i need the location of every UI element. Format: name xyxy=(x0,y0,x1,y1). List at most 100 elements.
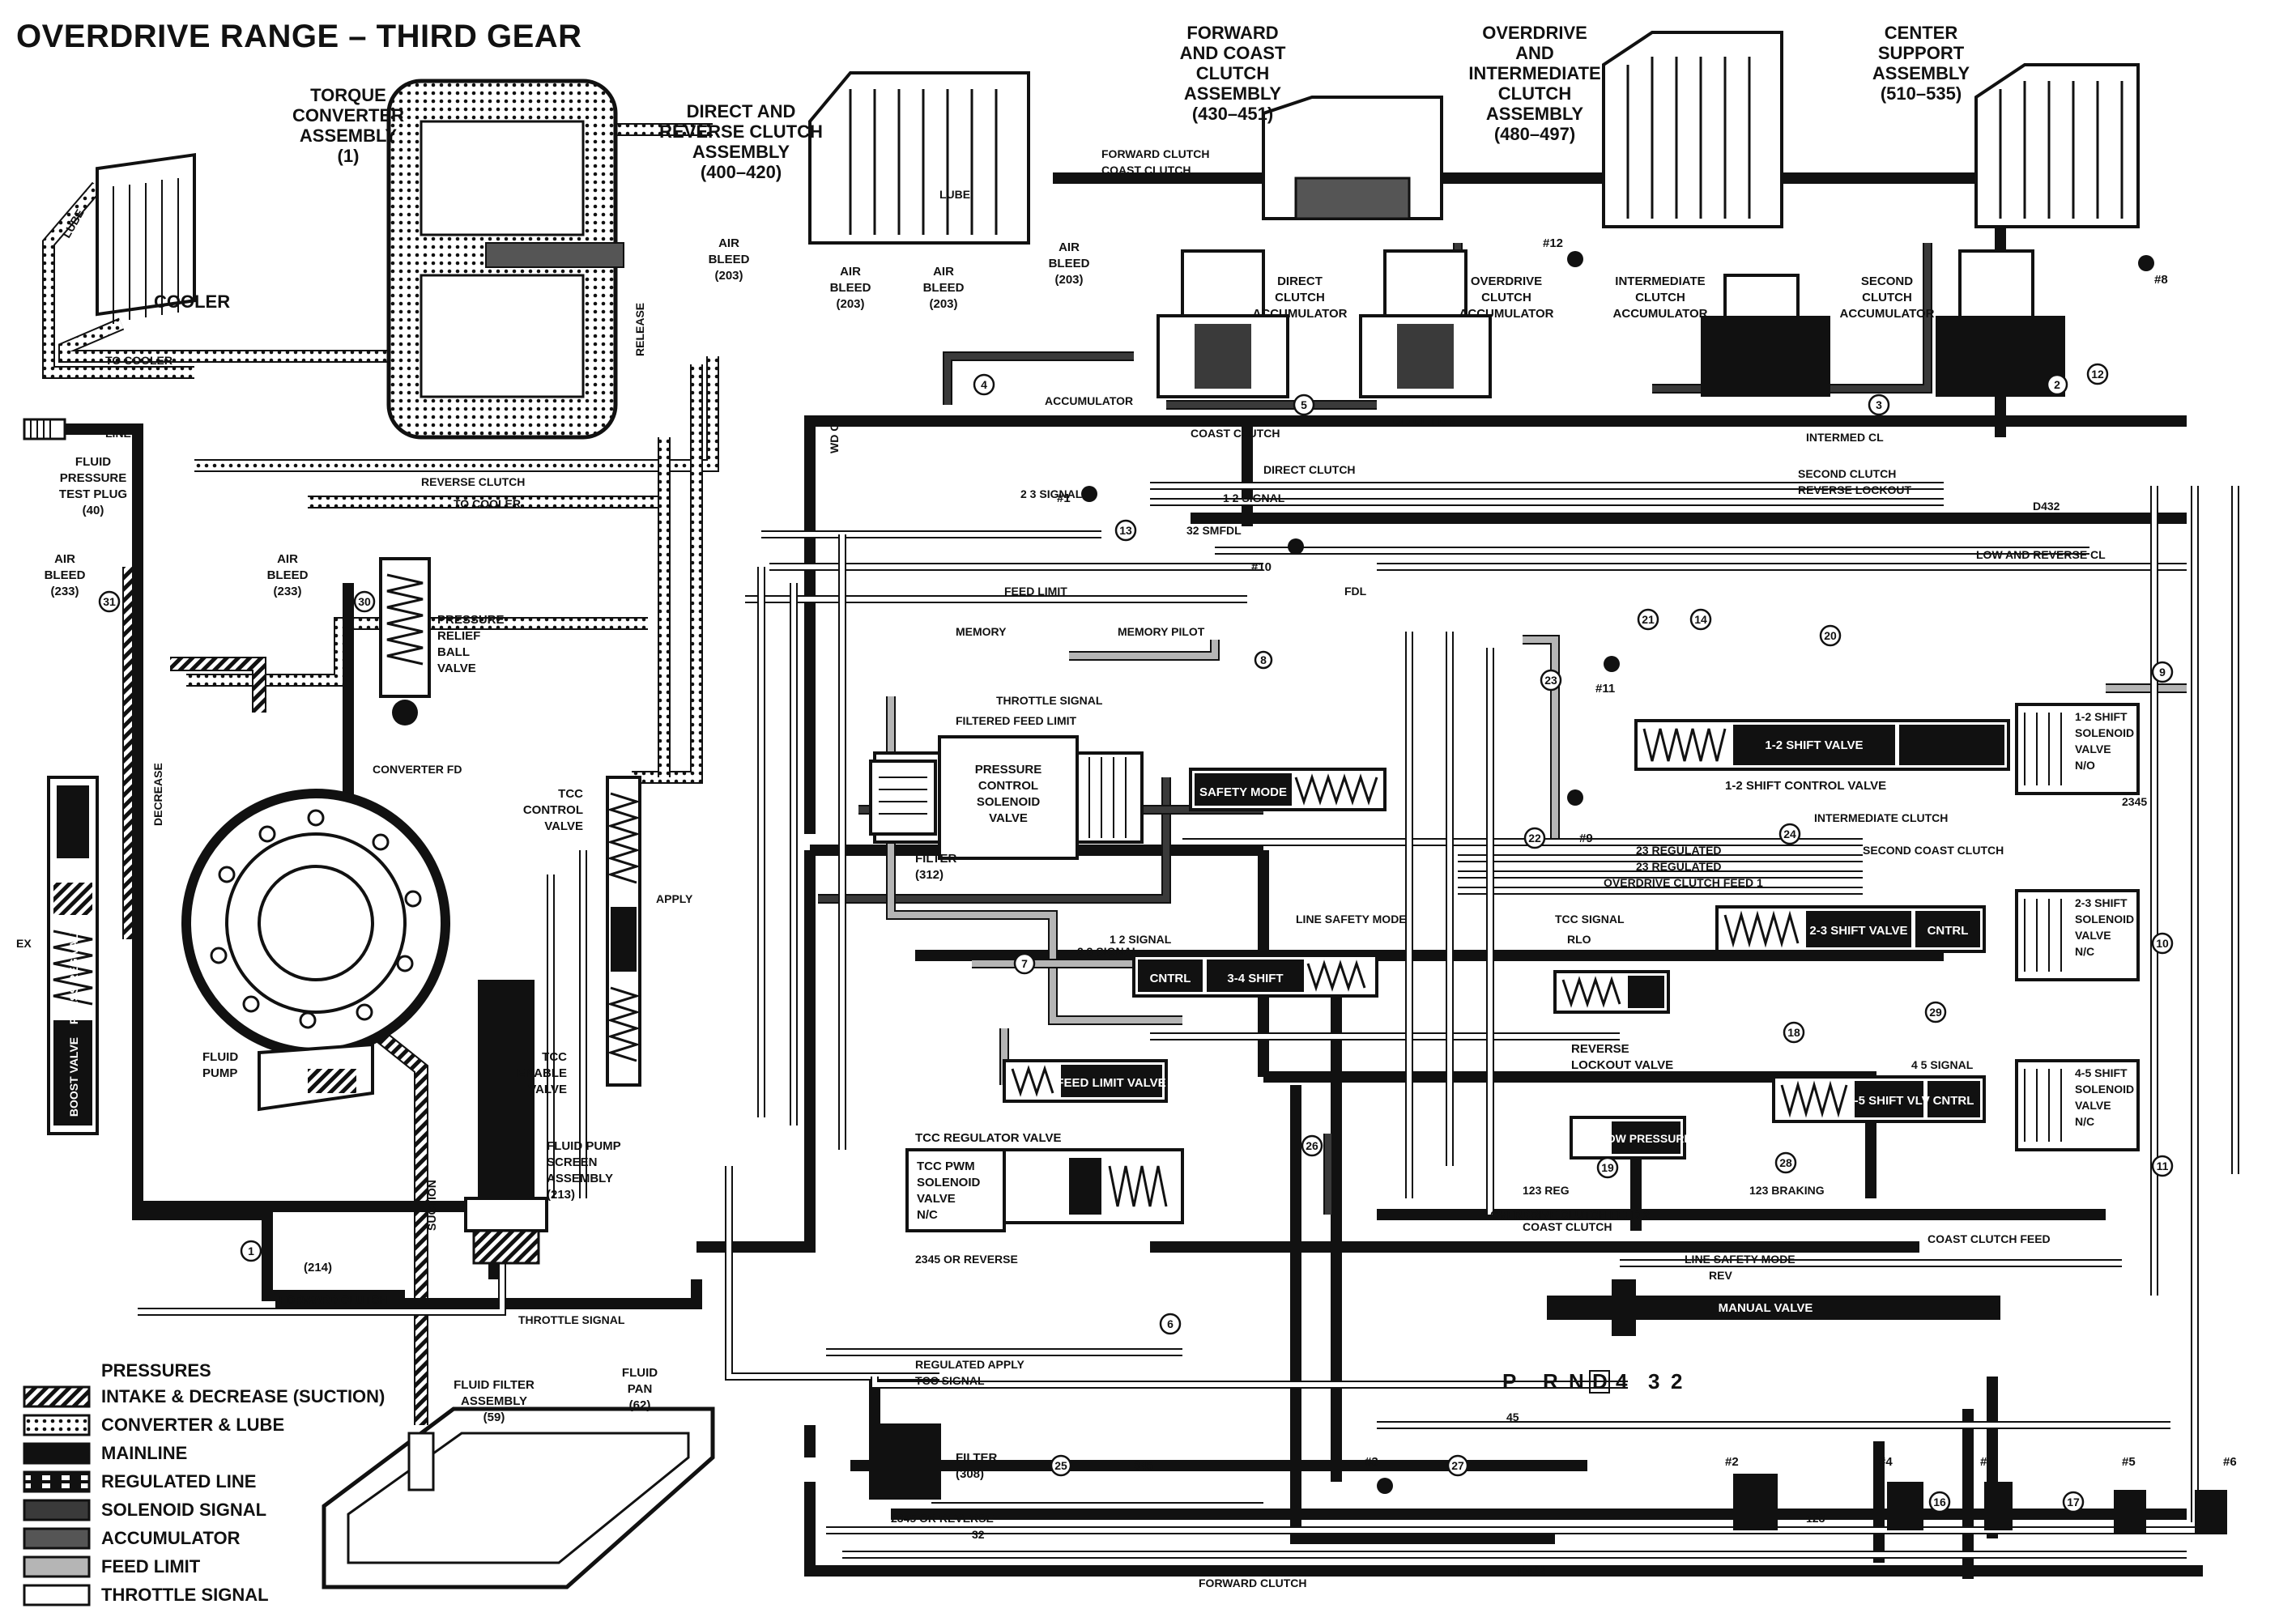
svg-text:SUPPORT: SUPPORT xyxy=(1878,43,1965,63)
svg-text:#7: #7 xyxy=(1980,1455,1994,1469)
svg-text:INTERMEDIATE: INTERMEDIATE xyxy=(1615,274,1705,288)
svg-text:#3: #3 xyxy=(1365,1455,1378,1469)
direct-reverse-clutch-assembly xyxy=(808,71,1030,245)
svg-text:SOLENOID: SOLENOID xyxy=(917,1176,981,1189)
checkball-3: #3 xyxy=(1365,1455,1393,1494)
checkball-5: #5 xyxy=(2114,1455,2146,1534)
svg-text:FILTER: FILTER xyxy=(915,852,957,866)
svg-text:23: 23 xyxy=(1544,674,1557,687)
svg-text:ASSEMBLY: ASSEMBLY xyxy=(547,1172,613,1185)
svg-text:TCC: TCC xyxy=(542,1050,567,1064)
svg-text:AIR: AIR xyxy=(1059,240,1080,254)
gear-4: 4 xyxy=(1616,1369,1628,1394)
fluid-pressure-test-plug xyxy=(23,418,66,440)
svg-text:REVERSE CLUTCH: REVERSE CLUTCH xyxy=(659,121,823,142)
svg-text:SOLENOID: SOLENOID xyxy=(2075,726,2134,739)
svg-text:(312): (312) xyxy=(915,868,944,882)
svg-text:(203): (203) xyxy=(836,297,864,311)
checkball-group: #1 #10 #11 #12 #8 #9 #2 #3 #4 #5 #6 #7 xyxy=(1057,236,2237,1534)
svg-text:CNTRL: CNTRL xyxy=(1928,924,1969,938)
svg-text:#6: #6 xyxy=(2223,1455,2237,1469)
circuit-31: 31 xyxy=(98,590,121,613)
forward-clutch-label-3: FORWARD CLUTCH xyxy=(1101,147,1210,160)
manual-valve: MANUAL VALVE xyxy=(1547,1279,2000,1336)
checkball-4: #4 xyxy=(1879,1455,1923,1530)
svg-text:1-2 SHIFT VALVE: 1-2 SHIFT VALVE xyxy=(1765,738,1863,752)
svg-text:ENABLE: ENABLE xyxy=(517,1066,567,1080)
circuit-8: 8 xyxy=(1254,650,1273,670)
svg-text:(62): (62) xyxy=(629,1398,651,1412)
svg-text:FILTER: FILTER xyxy=(956,1451,998,1465)
svg-text:CLUTCH: CLUTCH xyxy=(1498,83,1571,104)
reg-23-label-a: 23 REGULATED xyxy=(1636,844,1722,857)
to-cooler-label-2: TO COOLER xyxy=(454,497,521,510)
circuit-18: 18 xyxy=(1783,1021,1805,1044)
throttle-signal-label: THROTTLE SIGNAL xyxy=(518,1313,625,1326)
shift-23-solenoid: 2-3 SHIFT SOLENOID VALVE N/C xyxy=(2015,889,2140,981)
air-bleed-233-mid: AIR BLEED (233) xyxy=(267,552,309,598)
pressure-legend: PRESSURES INTAKE & DECREASE (SUCTION) CO… xyxy=(23,1360,385,1606)
svg-text:4-5 SHIFT: 4-5 SHIFT xyxy=(2075,1066,2128,1079)
svg-text:CLUTCH: CLUTCH xyxy=(1862,291,1912,304)
svg-text:25: 25 xyxy=(1054,1459,1067,1472)
svg-text:12: 12 xyxy=(2091,368,2104,381)
memory-pilot-label: MEMORY PILOT xyxy=(1118,625,1205,638)
circuit-23: 23 xyxy=(1540,669,1562,691)
throttle-signal-circuits xyxy=(138,482,2239,1559)
svg-text:1: 1 xyxy=(248,1245,254,1257)
svg-text:(203): (203) xyxy=(1054,273,1083,287)
svg-text:REVERSE: REVERSE xyxy=(1571,1042,1629,1056)
circuit-6: 6 xyxy=(1159,1313,1182,1335)
fluid-filter-assembly-label: FLUID FILTER ASSEMBLY (59) xyxy=(454,1378,535,1424)
svg-text:(203): (203) xyxy=(714,269,743,283)
direct-clutch-label: DIRECT CLUTCH xyxy=(1263,463,1356,476)
svg-text:DIRECT AND: DIRECT AND xyxy=(687,101,796,121)
svg-text:#4: #4 xyxy=(1879,1455,1893,1469)
converter-fd-label: CONVERTER FD xyxy=(373,763,462,776)
overdrive-clutch-accumulator xyxy=(1359,249,1492,398)
legend-title: PRESSURES xyxy=(101,1360,211,1381)
direct-clutch-accumulator-label: DIRECT CLUTCH ACCUMULATOR xyxy=(1253,274,1348,321)
svg-text:N/C: N/C xyxy=(2075,1115,2094,1128)
line-safety-mode-label-2: LINE SAFETY MODE xyxy=(1685,1253,1795,1266)
svg-text:11: 11 xyxy=(2157,1160,2169,1172)
shift-12-control-label: 1-2 SHIFT CONTROL VALVE xyxy=(1725,779,1886,793)
part-214-label: (214) xyxy=(304,1261,332,1274)
svg-text:VALVE: VALVE xyxy=(917,1192,956,1206)
shift-12-valve: 1-2 SHIFT VALVE xyxy=(1634,719,2010,771)
fluid-pan-label: FLUID PAN (62) xyxy=(622,1366,658,1412)
release-label: RELEASE xyxy=(633,303,646,356)
svg-text:#2: #2 xyxy=(1725,1455,1739,1469)
signal-12-label-2: 1 2 SIGNAL xyxy=(1110,933,1172,946)
pressure-relief-ball-valve xyxy=(379,557,431,726)
safety-mode-valve: SAFETY MODE xyxy=(1189,768,1387,811)
svg-text:SOLENOID: SOLENOID xyxy=(2075,1083,2134,1096)
svg-text:2: 2 xyxy=(2054,378,2060,391)
svg-text:PRESSURE: PRESSURE xyxy=(975,763,1042,777)
svg-text:TCC: TCC xyxy=(558,787,583,801)
circuit-5: 5 xyxy=(1293,394,1315,416)
s345-label: 345 xyxy=(1134,1459,1153,1472)
svg-text:OVERDRIVE: OVERDRIVE xyxy=(1471,274,1542,288)
shift-45-valve: 4-5 SHIFT VLV CNTRL xyxy=(1772,1075,1986,1123)
checkball-6: #6 xyxy=(2195,1455,2237,1534)
svg-text:BALL: BALL xyxy=(437,645,470,659)
diagram-title: OVERDRIVE RANGE – THIRD GEAR xyxy=(16,19,582,54)
svg-text:3: 3 xyxy=(1876,398,1882,411)
regulated-apply-label: REGULATED APPLY xyxy=(915,1358,1024,1371)
svg-text:27: 27 xyxy=(1451,1459,1464,1472)
svg-text:PRESSURE: PRESSURE xyxy=(60,471,127,485)
svg-text:CLUTCH: CLUTCH xyxy=(1635,291,1685,304)
center-support-assembly xyxy=(1974,63,2140,228)
filter-312: FILTER (312) xyxy=(869,760,957,882)
svg-text:THROTTLE SIGNAL: THROTTLE SIGNAL xyxy=(101,1585,269,1605)
svg-text:(233): (233) xyxy=(50,585,79,598)
suction-label: SUCTION xyxy=(425,1180,438,1231)
svg-text:SECOND: SECOND xyxy=(1861,274,1913,288)
circuit-12: 12 xyxy=(2086,363,2109,385)
svg-text:#12: #12 xyxy=(1543,236,1563,250)
svg-text:ASSEMBLY: ASSEMBLY xyxy=(461,1394,527,1408)
svg-text:ASSEMBLY: ASSEMBLY xyxy=(300,126,398,146)
gear-2: 2 xyxy=(1671,1369,1682,1394)
svg-text:ACCUMULATOR: ACCUMULATOR xyxy=(1253,307,1348,321)
